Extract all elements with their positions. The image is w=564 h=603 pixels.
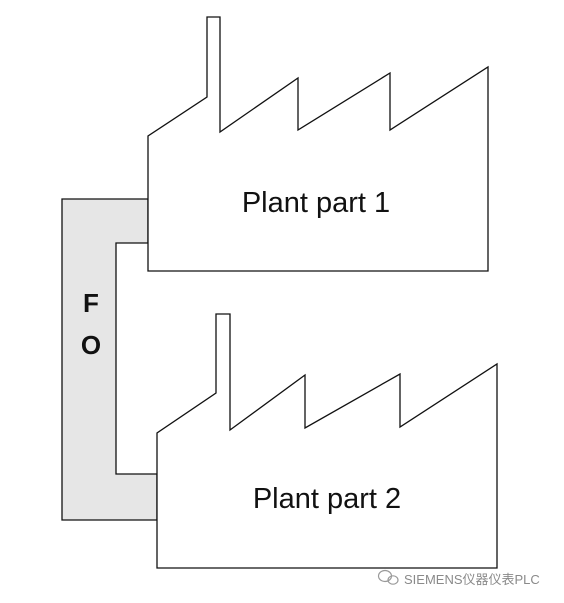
fiber-optic-cable bbox=[61, 198, 158, 521]
watermark: SIEMENS仪器仪表PLC bbox=[377, 569, 540, 587]
fo-label-o: O bbox=[81, 330, 101, 360]
plant-part-1-label: Plant part 1 bbox=[242, 187, 390, 219]
watermark-text: SIEMENS仪器仪表PLC bbox=[404, 572, 540, 587]
fo-label-f: F bbox=[83, 288, 99, 318]
plant-part-2-building bbox=[156, 313, 498, 569]
wechat-icon bbox=[377, 569, 399, 585]
plant-part-2-label: Plant part 2 bbox=[253, 483, 401, 515]
plant-part-1-building bbox=[147, 16, 489, 272]
